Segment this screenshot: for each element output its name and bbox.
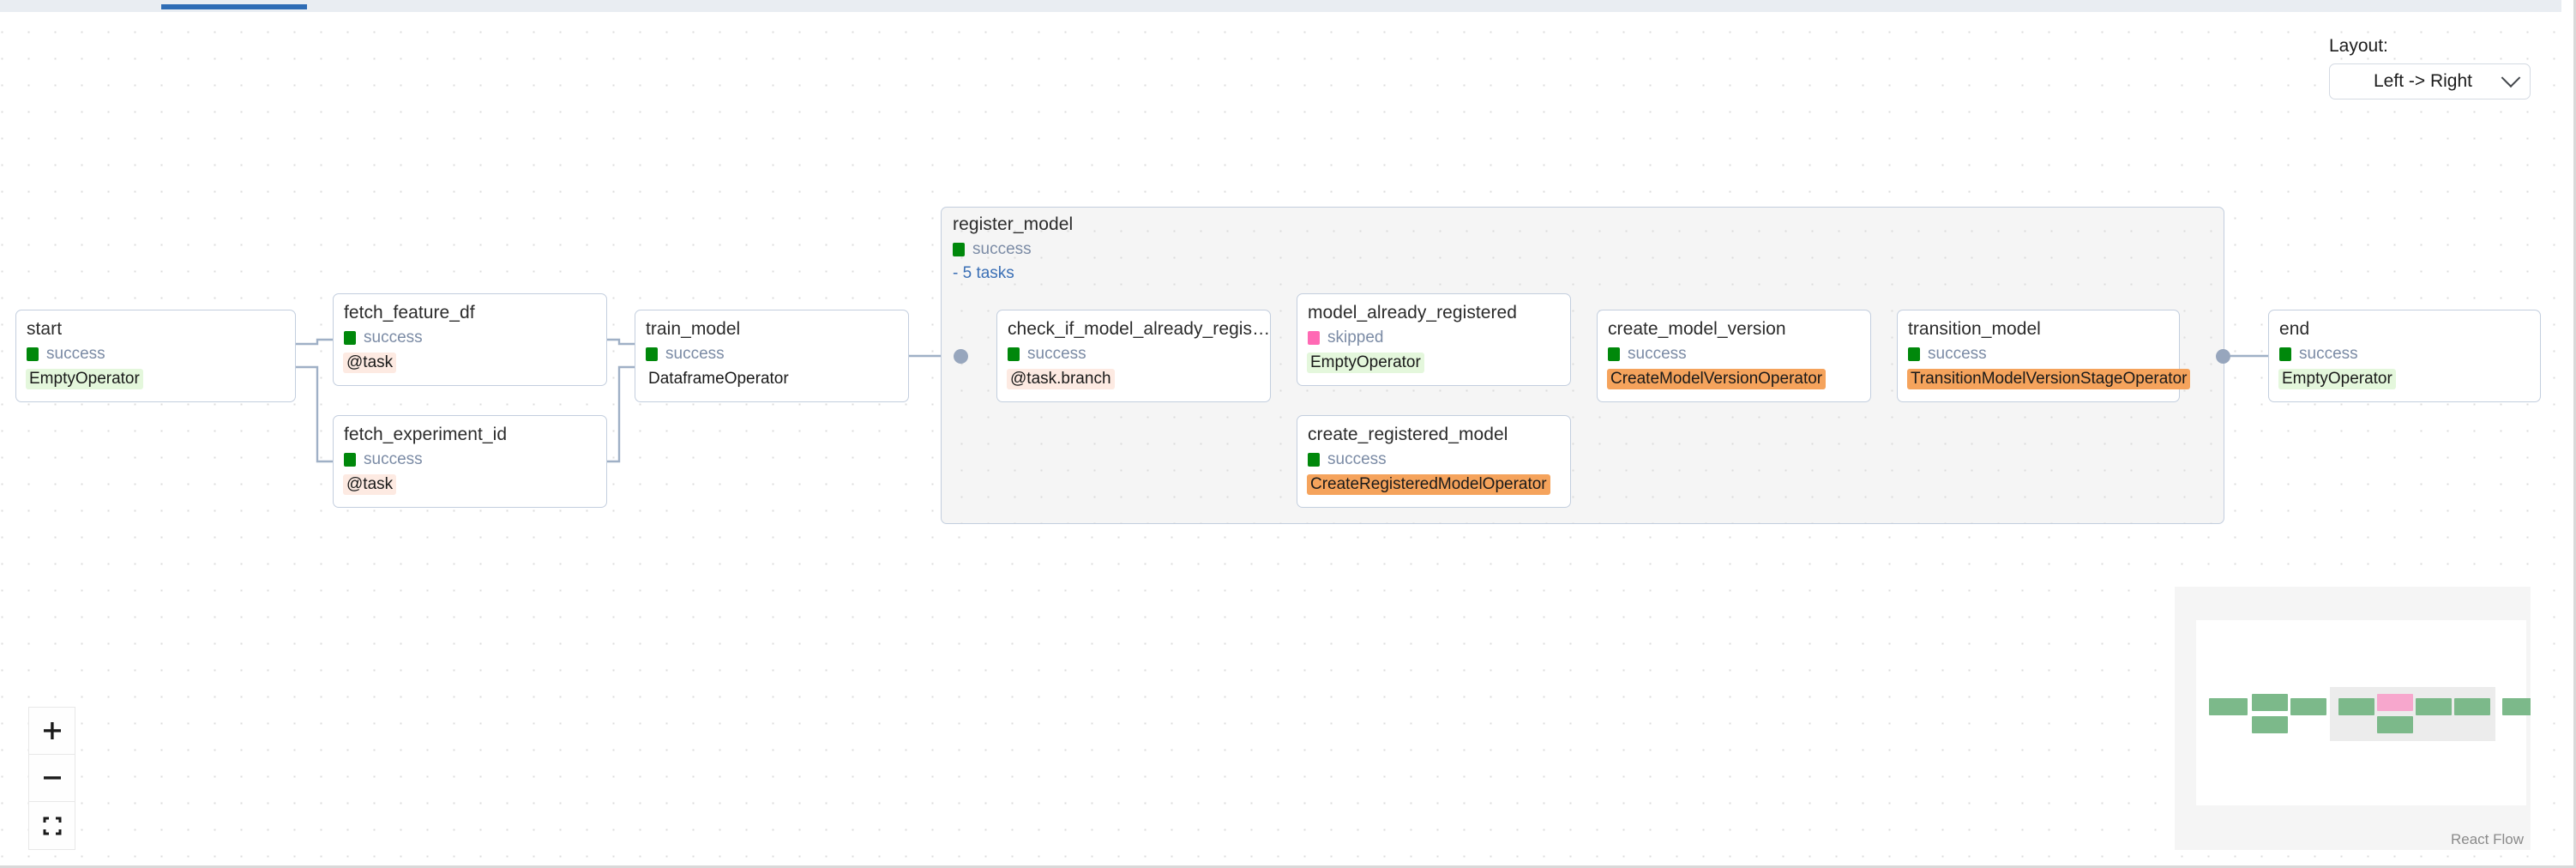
node-status: success bbox=[344, 450, 423, 469]
fit-view-icon bbox=[43, 817, 61, 835]
chevron-down-icon bbox=[2501, 68, 2521, 88]
node-status: success bbox=[344, 329, 423, 347]
status-success-icon bbox=[646, 347, 658, 361]
node-status-label: skipped bbox=[1327, 329, 1384, 347]
minimap-node bbox=[2377, 716, 2413, 733]
node-status-label: success bbox=[1628, 345, 1687, 363]
minimap-node bbox=[2338, 698, 2374, 715]
node-title: create_model_version bbox=[1608, 319, 1786, 339]
node-status-label: success bbox=[364, 450, 423, 468]
node-title: train_model bbox=[646, 319, 741, 339]
node-title: end bbox=[2279, 319, 2310, 339]
edge-fetch-experiment-id-to-train-model bbox=[607, 365, 635, 463]
node-operator-badge: TransitionModelVersionStageOperator bbox=[1907, 369, 2191, 389]
edge-start-to-fetch-experiment-id bbox=[296, 365, 333, 463]
node-status-label: success bbox=[1928, 345, 1987, 363]
node-operator-badge: EmptyOperator bbox=[26, 369, 143, 389]
group-input-handle[interactable] bbox=[954, 349, 968, 364]
node-title: fetch_experiment_id bbox=[344, 425, 508, 444]
minimap-node bbox=[2290, 698, 2326, 715]
node-status-label: success bbox=[1027, 345, 1086, 363]
node-title: transition_model bbox=[1908, 319, 2041, 339]
node-status: success bbox=[1308, 450, 1387, 469]
node-status-label: success bbox=[46, 345, 105, 363]
node-status: success bbox=[1608, 345, 1687, 364]
group-title: register_model bbox=[953, 214, 1074, 234]
status-skipped-icon bbox=[1308, 331, 1320, 345]
plus-icon bbox=[43, 722, 61, 739]
zoom-controls bbox=[28, 707, 75, 850]
node-status: success bbox=[646, 345, 725, 364]
task-node-check_if_model_already_registered[interactable]: check_if_model_already_regis…success @tas… bbox=[996, 310, 1271, 402]
node-title: start bbox=[27, 319, 63, 339]
tab-strip bbox=[0, 0, 2561, 12]
status-success-icon bbox=[2279, 347, 2291, 361]
minimap-viewport[interactable] bbox=[2196, 620, 2531, 805]
node-operator-badge: CreateModelVersionOperator bbox=[1607, 369, 1827, 389]
fit-view-button[interactable] bbox=[29, 802, 75, 849]
status-success-icon bbox=[344, 331, 356, 345]
status-success-icon bbox=[1308, 453, 1320, 467]
minimap-node bbox=[2377, 694, 2413, 711]
minimap-node bbox=[2454, 698, 2490, 715]
edge-fetch-feature-df-to-train-model bbox=[607, 338, 635, 346]
minus-icon bbox=[43, 776, 61, 780]
minimap-node bbox=[2252, 716, 2288, 733]
node-status-label: success bbox=[1327, 450, 1387, 468]
node-operator-badge: @task bbox=[343, 353, 397, 373]
minimap-node bbox=[2209, 698, 2248, 715]
node-operator-badge: CreateRegisteredModelOperator bbox=[1307, 474, 1550, 495]
node-status-label: success bbox=[2299, 345, 2358, 363]
minimap-node bbox=[2252, 694, 2288, 711]
node-operator-badge: @task.branch bbox=[1007, 369, 1115, 389]
node-operator-badge: @task bbox=[343, 474, 397, 495]
node-status: success bbox=[1908, 345, 1987, 364]
layout-panel: Layout: Left -> Right bbox=[2329, 36, 2531, 99]
node-status: success bbox=[1008, 345, 1086, 364]
node-operator-badge: EmptyOperator bbox=[2278, 369, 2396, 389]
group-status-label: success bbox=[972, 240, 1032, 258]
group-tasks-toggle[interactable]: - 5 tasks bbox=[953, 264, 1014, 282]
zoom-in-button[interactable] bbox=[29, 708, 75, 755]
node-title: fetch_feature_df bbox=[344, 303, 475, 322]
react-flow-attribution[interactable]: React Flow bbox=[2450, 831, 2524, 847]
node-status-label: success bbox=[665, 345, 725, 363]
node-status-label: success bbox=[364, 329, 423, 347]
group-status: success bbox=[953, 240, 1032, 259]
active-tab-indicator[interactable] bbox=[161, 4, 307, 9]
status-success-icon bbox=[953, 243, 965, 256]
edge-start-to-fetch-feature-df bbox=[296, 338, 333, 346]
layout-select[interactable]: Left -> Right bbox=[2329, 63, 2531, 99]
node-title: model_already_registered bbox=[1308, 303, 1518, 322]
node-status: success bbox=[27, 345, 105, 364]
minimap-node bbox=[2502, 698, 2531, 715]
node-status: skipped bbox=[1308, 329, 1384, 347]
zoom-out-button[interactable] bbox=[29, 755, 75, 802]
status-success-icon bbox=[1008, 347, 1020, 361]
node-title: create_registered_model bbox=[1308, 425, 1508, 444]
minimap[interactable]: React Flow bbox=[2175, 587, 2531, 850]
node-operator-badge: EmptyOperator bbox=[1307, 353, 1424, 373]
layout-label: Layout: bbox=[2329, 36, 2388, 56]
status-success-icon bbox=[344, 453, 356, 467]
status-success-icon bbox=[1908, 347, 1920, 361]
group-output-handle[interactable] bbox=[2216, 349, 2230, 364]
layout-selected-value: Left -> Right bbox=[2374, 71, 2472, 91]
status-success-icon bbox=[1608, 347, 1620, 361]
node-operator-badge: DataframeOperator bbox=[648, 370, 789, 388]
minimap-node bbox=[2416, 698, 2452, 715]
node-status: success bbox=[2279, 345, 2358, 364]
react-flow-canvas[interactable]: register_model success - 5 tasks start su… bbox=[0, 12, 2561, 865]
status-success-icon bbox=[27, 347, 39, 361]
node-title: check_if_model_already_regis… bbox=[1008, 319, 1271, 339]
